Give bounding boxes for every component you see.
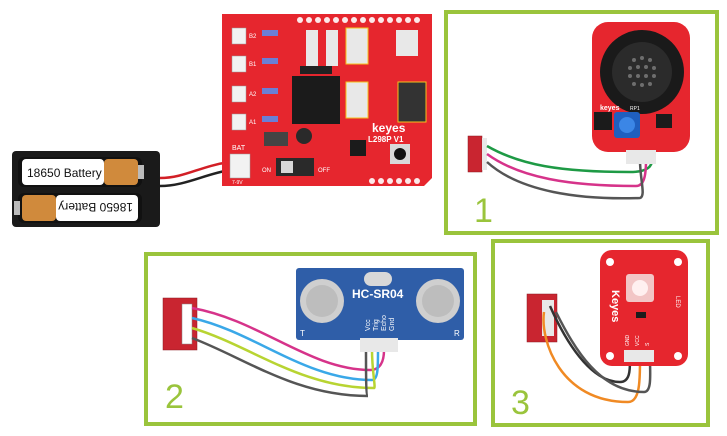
sonar-pin-gnd: Gnd [389, 318, 396, 331]
battery-cell-bottom: 18650 Battery [14, 193, 142, 223]
led-pin-s: S [645, 342, 651, 346]
ultrasonic-module: HC-SR04 T R Vcc Trig Echo Gnd [162, 268, 464, 398]
motor-label-b1: B1 [249, 62, 257, 68]
sonar-model: HC-SR04 [352, 287, 404, 301]
sonar-pin-vcc: Vcc [365, 319, 372, 331]
speaker-wire-gray [486, 159, 644, 200]
led-side-label: LED [674, 296, 680, 308]
led-pin-vcc: VCC [635, 335, 641, 346]
board-model: L298P V1 [368, 135, 404, 144]
sonar-right-label: R [454, 329, 460, 338]
led-module: Keyes LED GND VCC S [526, 250, 688, 404]
sonar-pin-trig: Trig [373, 319, 380, 331]
switch-off-label: OFF [318, 168, 330, 174]
battery-pack: 18650 Battery 18650 Battery [12, 151, 160, 227]
speaker-rp-label: RP1 [630, 106, 640, 112]
board-brand: keyes [372, 121, 406, 135]
battery-top-label: 18650 Battery [27, 166, 102, 180]
sonar-wire-magenta [191, 306, 386, 372]
speaker-wire-green [486, 144, 654, 174]
panel-2-frame [144, 252, 477, 426]
panel-2-number: 2 [165, 378, 184, 416]
voltage-label: 7-9V [232, 180, 243, 186]
battery-cell-top: 18650 Battery [18, 157, 144, 187]
led-wire-orange [542, 311, 642, 404]
led-brand: Keyes [609, 290, 621, 322]
sonar-wire-gray [191, 336, 370, 398]
speaker-brand: keyes [600, 105, 620, 112]
battery-wire-red [159, 160, 231, 180]
battery-bottom-label: 18650 Battery [58, 200, 133, 214]
motor-label-a1: A1 [249, 120, 257, 126]
speaker-module: keyes RP1 [467, 22, 690, 200]
sonar-left-label: T [300, 329, 305, 338]
sonar-pin-echo: Echo [381, 315, 388, 331]
led-wire-black [548, 305, 632, 384]
speaker-wire-magenta [486, 152, 648, 188]
sonar-wire-blue [191, 316, 380, 382]
led-wire-gray [554, 311, 652, 394]
motor-driver-board: B2 B1 A2 A1 ON OFF BAT 7-9V [222, 14, 432, 186]
motor-label-a2: A2 [249, 92, 257, 98]
panel-3-frame [491, 239, 710, 427]
led-pin-gnd: GND [625, 335, 631, 347]
switch-on-label: ON [262, 168, 271, 174]
bat-label: BAT [232, 145, 246, 152]
sonar-wire-yellowgreen [191, 326, 376, 390]
panel-1-number: 1 [474, 192, 493, 230]
motor-label-b2: B2 [249, 34, 257, 40]
panel-3-number: 3 [511, 384, 530, 422]
panel-1-frame [444, 10, 719, 235]
